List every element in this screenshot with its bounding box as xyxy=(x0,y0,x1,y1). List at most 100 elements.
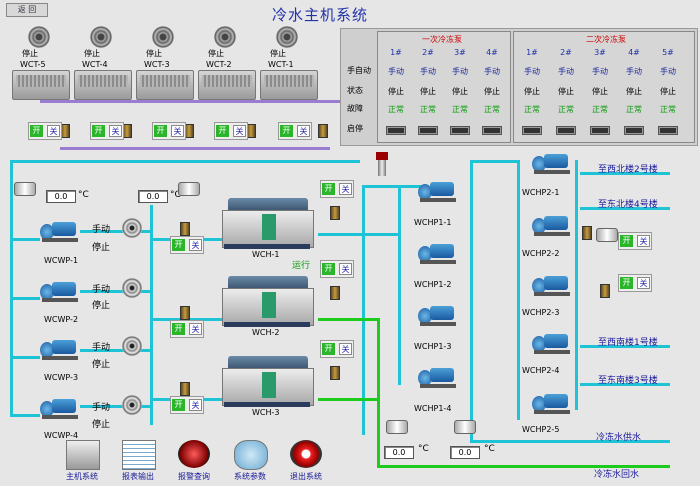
secondary-pump[interactable] xyxy=(532,150,572,176)
valve-icon[interactable] xyxy=(330,286,340,300)
secondary-pump[interactable] xyxy=(532,330,572,356)
valve-icon[interactable] xyxy=(600,284,610,298)
mode-cell[interactable]: 手动 xyxy=(524,67,540,76)
valve-icon[interactable] xyxy=(582,226,592,240)
nav-chiller-system-button[interactable]: 主机系统 xyxy=(58,440,106,484)
valve-icon[interactable] xyxy=(330,206,340,220)
switch-off[interactable]: 关 xyxy=(339,183,352,195)
start-stop-button[interactable] xyxy=(590,126,610,135)
bypass-switch[interactable]: 开关 xyxy=(618,274,652,292)
chiller-status: 运行 xyxy=(292,261,311,271)
switch-off[interactable]: 关 xyxy=(109,125,122,137)
mode-cell[interactable]: 手动 xyxy=(452,67,468,76)
chiller-unit[interactable] xyxy=(222,276,314,328)
chiller-switch[interactable]: 开关 xyxy=(170,236,204,254)
bypass-switch[interactable]: 开关 xyxy=(618,232,652,250)
valve-icon[interactable] xyxy=(318,124,328,138)
nav-report-button[interactable]: 报表输出 xyxy=(114,440,162,484)
switch-on[interactable]: 开 xyxy=(172,323,185,335)
switch-off[interactable]: 关 xyxy=(339,343,352,355)
switch-on[interactable]: 开 xyxy=(322,183,335,195)
primary-pump[interactable] xyxy=(418,302,458,328)
pump-id: WCHP1-4 xyxy=(414,404,452,413)
tower-switch[interactable]: 开关 xyxy=(278,122,312,140)
tower-body xyxy=(12,70,70,100)
switch-on[interactable]: 开 xyxy=(620,235,633,247)
switch-off[interactable]: 关 xyxy=(47,125,60,137)
mode-cell[interactable]: 手动 xyxy=(484,67,500,76)
switch-on[interactable]: 开 xyxy=(172,399,185,411)
mode-cell[interactable]: 手动 xyxy=(388,67,404,76)
mode-cell[interactable]: 手动 xyxy=(592,67,608,76)
cooling-pump[interactable] xyxy=(40,218,80,244)
start-stop-button[interactable] xyxy=(658,126,678,135)
tower-switch[interactable]: 开关 xyxy=(152,122,186,140)
secondary-pump[interactable] xyxy=(532,212,572,238)
mode-cell[interactable]: 手动 xyxy=(626,67,642,76)
switch-on[interactable]: 开 xyxy=(280,125,293,137)
mode-cell[interactable]: 手动 xyxy=(420,67,436,76)
start-stop-button[interactable] xyxy=(556,126,576,135)
cooling-pump[interactable] xyxy=(40,395,80,421)
chiller-outlet-switch[interactable]: 开关 xyxy=(320,180,354,198)
switch-off[interactable]: 关 xyxy=(637,235,650,247)
chiller-unit[interactable] xyxy=(222,198,314,250)
chiller-switch[interactable]: 开关 xyxy=(170,396,204,414)
switch-off[interactable]: 关 xyxy=(233,125,246,137)
back-button[interactable]: 返 回 xyxy=(6,3,48,17)
tower-switch[interactable]: 开关 xyxy=(90,122,124,140)
valve-icon[interactable] xyxy=(180,382,190,396)
primary-pump[interactable] xyxy=(418,364,458,390)
start-stop-button[interactable] xyxy=(450,126,470,135)
switch-on[interactable]: 开 xyxy=(30,125,43,137)
switch-on[interactable]: 开 xyxy=(154,125,167,137)
chiller-unit[interactable] xyxy=(222,356,314,408)
cooling-pump[interactable] xyxy=(40,278,80,304)
chiller-outlet-switch[interactable]: 开关 xyxy=(320,260,354,278)
start-stop-button[interactable] xyxy=(386,126,406,135)
switch-off[interactable]: 关 xyxy=(637,277,650,289)
nav-exit-button[interactable]: 退出系统 xyxy=(282,440,330,484)
mode-cell[interactable]: 手动 xyxy=(558,67,574,76)
cooling-tower[interactable]: 停止 WCT-1 xyxy=(260,26,318,100)
cooling-tower[interactable]: 停止 WCT-5 xyxy=(12,26,70,100)
nav-alarm-button[interactable]: 报警查询 xyxy=(170,440,218,484)
secondary-pump[interactable] xyxy=(532,272,572,298)
cooling-pump[interactable] xyxy=(40,336,80,362)
cooling-tower[interactable]: 停止 WCT-3 xyxy=(136,26,194,100)
switch-off[interactable]: 关 xyxy=(189,323,202,335)
switch-on[interactable]: 开 xyxy=(620,277,633,289)
switch-off[interactable]: 关 xyxy=(339,263,352,275)
nav-settings-button[interactable]: 系统参数 xyxy=(226,440,274,484)
switch-on[interactable]: 开 xyxy=(322,343,335,355)
start-stop-button[interactable] xyxy=(482,126,502,135)
secondary-pump[interactable] xyxy=(532,390,572,416)
switch-off[interactable]: 关 xyxy=(171,125,184,137)
valve-icon[interactable] xyxy=(330,366,340,380)
switch-on[interactable]: 开 xyxy=(216,125,229,137)
switch-off[interactable]: 关 xyxy=(297,125,310,137)
switch-on[interactable]: 开 xyxy=(322,263,335,275)
primary-pump[interactable] xyxy=(418,178,458,204)
cooling-tower[interactable]: 停止 WCT-2 xyxy=(198,26,256,100)
start-stop-button[interactable] xyxy=(522,126,542,135)
tower-switch[interactable]: 开关 xyxy=(28,122,62,140)
switch-on[interactable]: 开 xyxy=(92,125,105,137)
chiller-switch[interactable]: 开关 xyxy=(170,320,204,338)
switch-off[interactable]: 关 xyxy=(189,399,202,411)
valve-icon[interactable] xyxy=(180,222,190,236)
mode-cell[interactable]: 手动 xyxy=(660,67,676,76)
cooling-tower[interactable]: 停止 WCT-4 xyxy=(74,26,132,100)
chiller-id: WCH-1 xyxy=(252,250,280,259)
start-stop-button[interactable] xyxy=(418,126,438,135)
switch-on[interactable]: 开 xyxy=(172,239,185,251)
pipe xyxy=(80,349,150,352)
tower-switch[interactable]: 开关 xyxy=(214,122,248,140)
chiller-outlet-switch[interactable]: 开关 xyxy=(320,340,354,358)
start-stop-button[interactable] xyxy=(624,126,644,135)
pipe xyxy=(580,207,670,210)
tower-id: WCT-2 xyxy=(206,60,232,69)
primary-pump[interactable] xyxy=(418,240,458,266)
valve-icon[interactable] xyxy=(180,306,190,320)
switch-off[interactable]: 关 xyxy=(189,239,202,251)
